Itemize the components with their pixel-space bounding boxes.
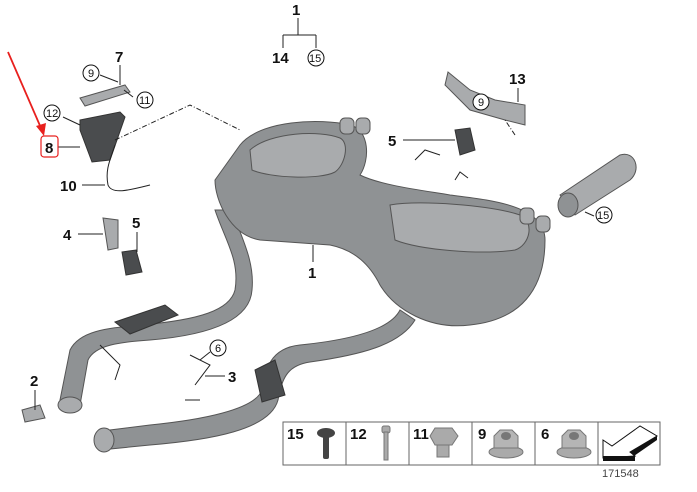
- callout-14: 14: [272, 50, 289, 67]
- leader-lines: [34, 18, 595, 410]
- callout-11: 11: [139, 95, 150, 107]
- callout-15: 15: [309, 53, 321, 65]
- bolt-dark-icon: [317, 428, 335, 459]
- callout-labels: 1 14 15 7 9 11 12 8 10 13 9 5 15 4 5 1 6…: [30, 2, 613, 390]
- callout-12: 12: [46, 108, 58, 120]
- callout-1: 1: [308, 265, 316, 282]
- direction-arrow-icon: [602, 425, 658, 461]
- tailpipe-tip: [557, 153, 637, 218]
- bracket-8: [79, 84, 151, 192]
- callout-6: 6: [215, 343, 221, 355]
- callout-1: 1: [292, 2, 300, 19]
- flex-section: [113, 304, 180, 335]
- red-pointer-arrow-icon: [7, 51, 46, 136]
- clamp: [21, 404, 46, 423]
- callout-10: 10: [60, 178, 77, 195]
- legend-label-12: 12: [350, 426, 367, 443]
- reference-number: 171548: [602, 468, 639, 480]
- dashed-leader: [114, 104, 241, 141]
- callout-4: 4: [63, 227, 72, 244]
- legend-label-15: 15: [287, 426, 304, 443]
- dashed-leader: [504, 119, 516, 136]
- callout-13: 13: [509, 71, 526, 88]
- callout-5: 5: [388, 133, 396, 150]
- hex-bolt-icon: [429, 427, 459, 458]
- callout-9: 9: [478, 97, 484, 109]
- callout-3: 3: [228, 369, 236, 386]
- bolt-long-icon: [381, 425, 391, 461]
- callout-15: 15: [597, 210, 609, 222]
- rear-muffler: [214, 117, 551, 327]
- flange-nut-icon: [488, 429, 524, 459]
- flange-nut-icon: [556, 429, 592, 459]
- callout-9: 9: [88, 68, 94, 80]
- callout-5: 5: [132, 215, 140, 232]
- exhaust-pipes: [21, 209, 416, 453]
- hardware-legend-table: 15 12 11 9 6 171548: [282, 421, 661, 480]
- legend-label-9: 9: [478, 426, 486, 443]
- callout-7: 7: [115, 49, 123, 66]
- legend-label-11: 11: [413, 426, 429, 443]
- callout-2: 2: [30, 373, 38, 390]
- flex-section: [254, 359, 286, 403]
- highlight-box: [40, 135, 59, 158]
- callout-8: 8: [45, 140, 53, 157]
- legend-label-6: 6: [541, 426, 549, 443]
